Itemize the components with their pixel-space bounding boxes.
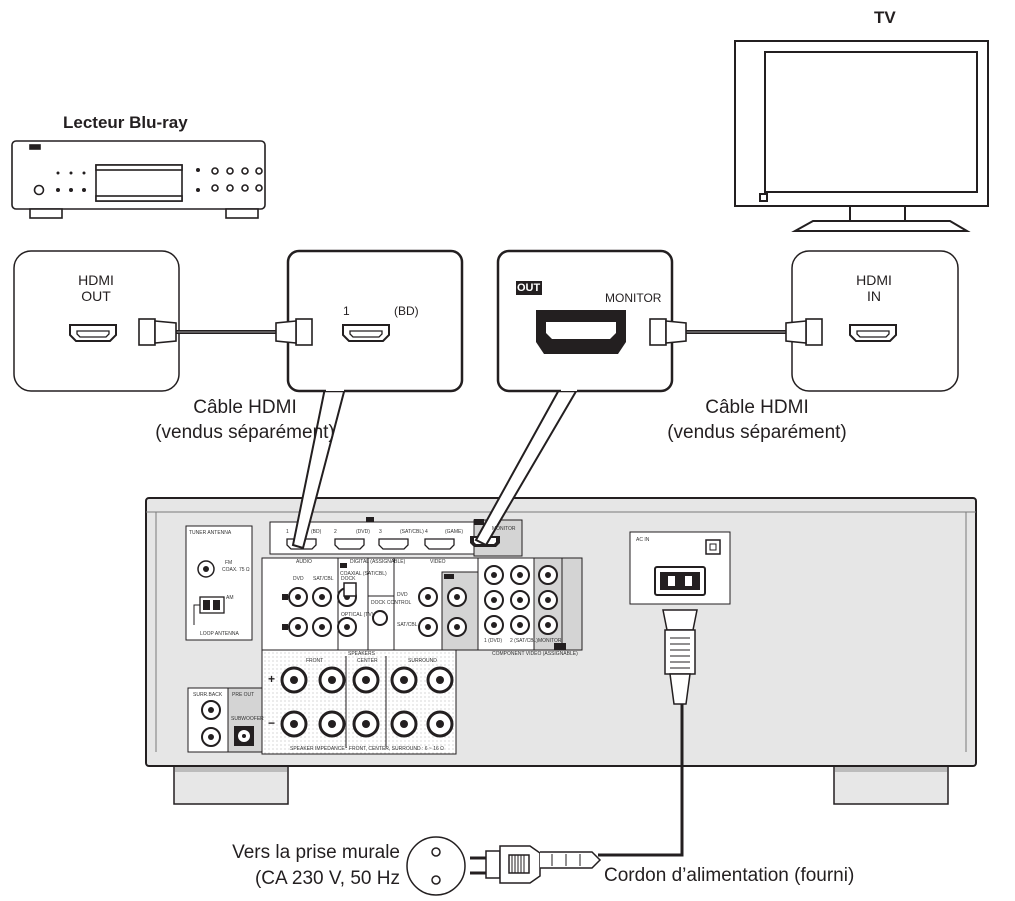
tv-label: TV	[874, 8, 896, 27]
power-plug	[662, 609, 698, 705]
speaker-surround-label: SURROUND	[408, 658, 437, 664]
hdmi-in-line2: IN	[867, 288, 881, 304]
callout-leader-lines	[291, 387, 579, 550]
hdmi-out-line1: HDMI	[78, 272, 114, 288]
component-col-1: 1 (DVD)	[484, 638, 503, 644]
component-label: COMPONENT VIDEO (ASSIGNABLE)	[492, 651, 578, 657]
hdmi-in-label: HDMI IN	[834, 272, 914, 304]
hdmi-cable-left	[138, 318, 313, 346]
hdmi-monitor-panel-label: MONITOR	[492, 526, 516, 532]
ac-inlet	[629, 531, 731, 605]
tuner-antenna-panel	[185, 525, 253, 641]
coaxial-label: COAXIAL (SAT/CBL)	[340, 571, 387, 577]
pre-out-panel	[187, 687, 263, 753]
right-cable-caption-line1: Câble HDMI	[705, 397, 809, 418]
fm-label: FM	[225, 560, 233, 566]
wall-plug	[470, 845, 602, 884]
tv-illustration	[734, 40, 989, 232]
surr-back-label: SURR.BACK	[193, 692, 223, 698]
bluray-label: Lecteur Blu-ray	[63, 113, 188, 132]
receiver-input-number: 1	[343, 304, 350, 318]
left-cable-caption-line2: (vendus séparément)	[155, 422, 335, 443]
outlet-caption-line1: Vers la prise murale	[232, 842, 400, 863]
am-label: AM	[226, 595, 234, 601]
hdmi-cable-right	[649, 318, 823, 346]
ac-in-label: AC IN	[636, 537, 650, 543]
audio-label: AUDIO	[296, 559, 312, 565]
audio-col-dock: DOCK	[341, 576, 356, 582]
right-cable-caption: Câble HDMI (vendus séparément)	[652, 395, 862, 445]
component-col-monitor: MONITOR	[538, 638, 562, 644]
hdmi-in-3-name: (SAT/CBL)	[400, 529, 424, 535]
hdmi-in-3: 3	[379, 529, 382, 535]
hdmi-out-line2: OUT	[81, 288, 111, 304]
terminal-plus: +	[268, 672, 276, 686]
outlet-caption-line2: (CA 230 V, 50 Hz	[254, 868, 400, 889]
loop-antenna-label: LOOP ANTENNA	[200, 631, 239, 637]
hdmi-in-1: 1	[286, 529, 289, 535]
hdmi-in-4-name: (GAME)	[445, 529, 464, 535]
left-cable-caption: Câble HDMI (vendus séparément)	[145, 395, 345, 445]
right-cable-caption-line2: (vendus séparément)	[667, 422, 847, 443]
tuner-antenna-label: TUNER ANTENNA	[189, 530, 232, 536]
coax-label: COAX. 75 Ω	[222, 567, 250, 573]
hdmi-out-label: HDMI OUT	[56, 272, 136, 304]
hdmi-in-2: 2	[334, 529, 337, 535]
hdmi-in-line1: HDMI	[856, 272, 892, 288]
video-row-dvd: DVD	[397, 592, 408, 598]
subwoofer-label: SUBWOOFER	[231, 716, 264, 722]
digital-label: DIGITAL (ASSIGNABLE)	[350, 559, 406, 565]
hdmi-port-icons	[69, 324, 897, 342]
pre-out-label: PRE OUT	[232, 692, 255, 698]
speaker-terminals	[261, 649, 457, 755]
audio-col-dvd: DVD	[293, 576, 304, 582]
bluray-player-illustration	[11, 140, 266, 219]
audio-col-satcbl: SAT/CBL	[313, 576, 334, 582]
optical-label: OPTICAL (TV)	[341, 612, 374, 618]
impedance-label: SPEAKER IMPEDANCE : FRONT, CENTER, SURRO…	[290, 746, 444, 752]
dock-control-label: DOCK CONTROL	[371, 600, 412, 606]
left-cable-caption-line1: Câble HDMI	[193, 397, 297, 418]
hdmi-monitor-out-port	[516, 281, 626, 354]
video-label: VIDEO	[430, 559, 446, 565]
component-col-2: 2 (SAT/CBL)	[510, 638, 538, 644]
speakers-label: SPEAKERS	[348, 651, 375, 657]
terminal-minus: −	[268, 716, 276, 730]
hdmi-in-1-name: (BD)	[311, 529, 322, 535]
power-cord-caption: Cordon d’alimentation (fourni)	[604, 865, 855, 886]
callout-boxes	[13, 249, 959, 393]
hdmi-in-2-name: (DVD)	[356, 529, 370, 535]
outlet-caption: Vers la prise murale (CA 230 V, 50 Hz	[170, 840, 400, 892]
hdmi-in-4: 4	[425, 529, 428, 535]
out-badge: OUT	[517, 282, 541, 294]
speaker-front-label: FRONT	[306, 658, 324, 664]
receiver-input-bd: (BD)	[394, 304, 419, 318]
monitor-label: MONITOR	[605, 291, 662, 305]
audio-video-jacks	[261, 557, 583, 651]
video-row-satcbl: SAT/CBL	[397, 622, 418, 628]
wall-outlet	[406, 836, 466, 896]
speaker-center-label: CENTER	[357, 658, 378, 664]
power-cord	[598, 704, 684, 857]
